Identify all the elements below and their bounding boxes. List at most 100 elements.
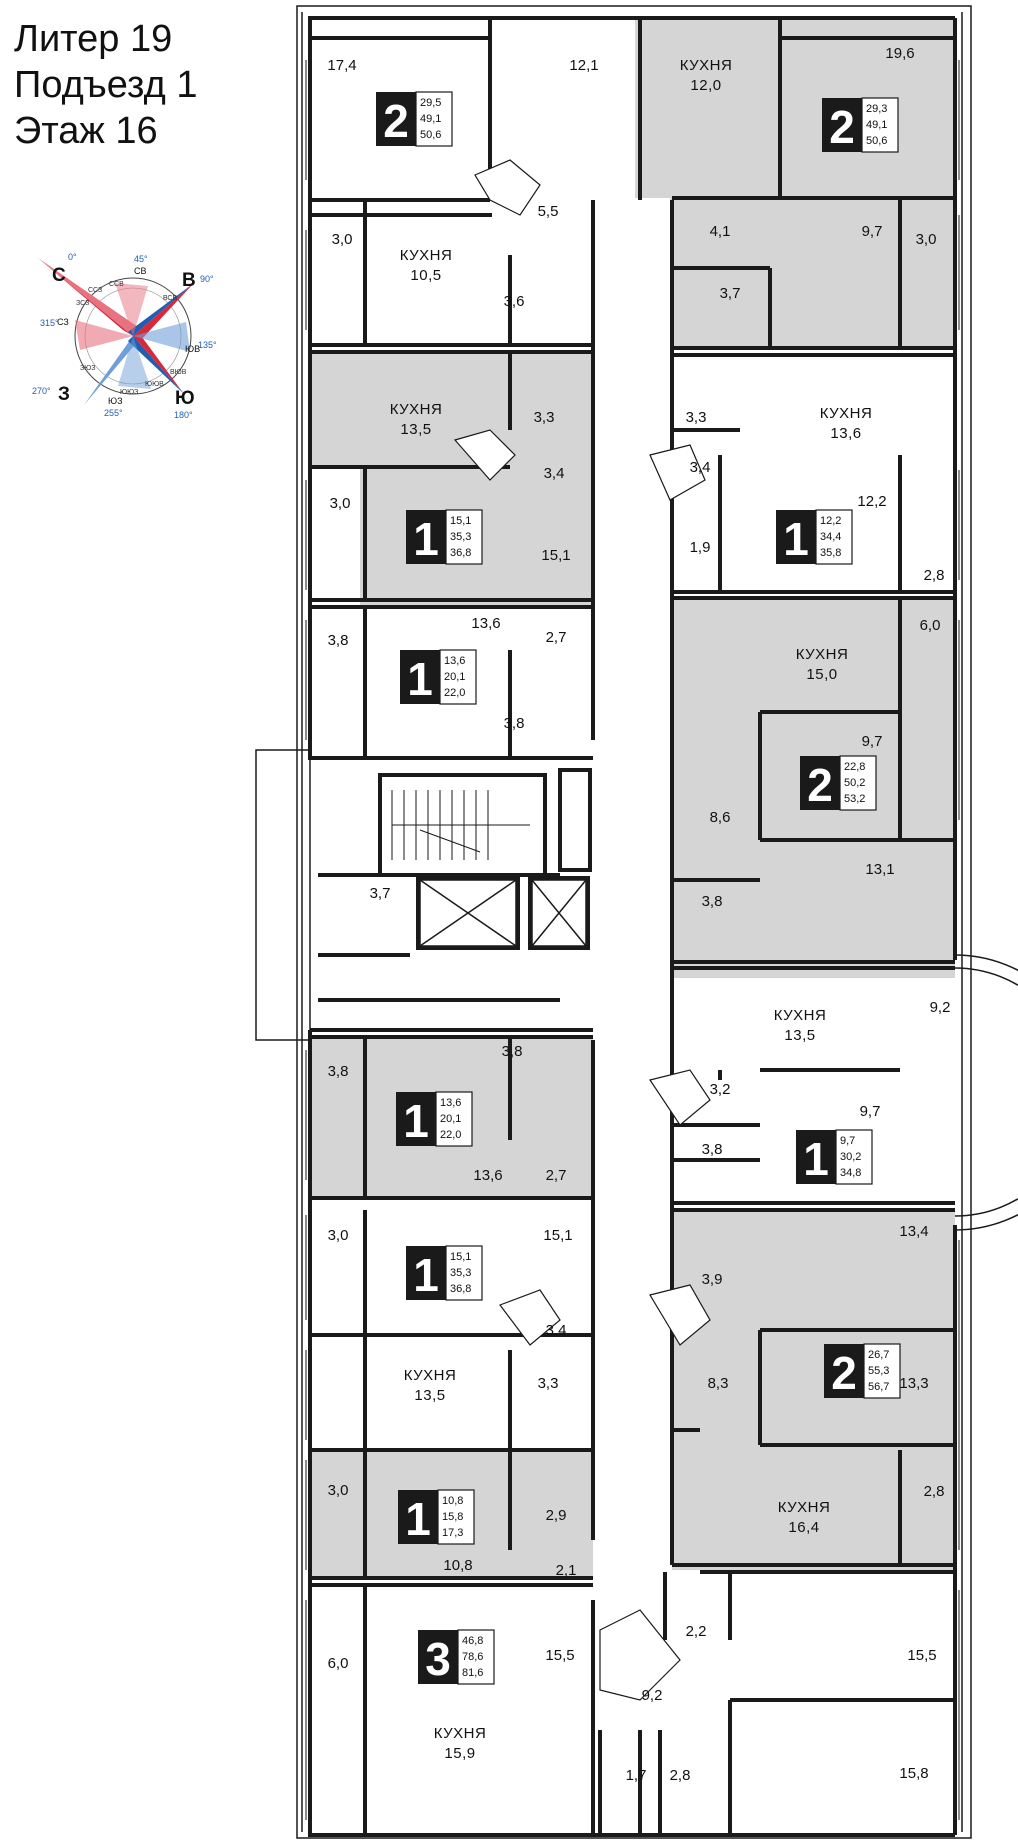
apartment-rooms: 1 xyxy=(803,1133,829,1185)
room-area-label: 2,9 xyxy=(546,1507,567,1524)
room-area-label: 3,7 xyxy=(370,885,391,902)
room-area-label: 5,5 xyxy=(538,203,559,220)
room-area-label: 8,3 xyxy=(708,1375,729,1392)
room-area-label: 3,8 xyxy=(702,893,723,910)
kitchen-label: КУХНЯ xyxy=(796,646,849,663)
apartment-area: 20,1 xyxy=(444,671,465,683)
kitchen-area-label: 10,5 xyxy=(410,267,441,284)
room-area-label: 2,8 xyxy=(924,1483,945,1500)
apartment-area: 22,0 xyxy=(444,687,465,699)
apartment-rooms: 1 xyxy=(783,513,809,565)
room-area-label: 2,1 xyxy=(556,1562,577,1579)
room-area-label: 15,1 xyxy=(541,547,570,564)
apartment-area: 50,6 xyxy=(866,135,887,147)
room-area-label: 9,2 xyxy=(930,999,951,1016)
windows xyxy=(305,60,960,1820)
room-area-label: 15,8 xyxy=(899,1765,928,1782)
kitchen-label: КУХНЯ xyxy=(404,1367,457,1384)
kitchen-area-label: 15,0 xyxy=(806,666,837,683)
room-area-label: 3,3 xyxy=(686,409,707,426)
compass-nnw: ССЗ xyxy=(88,287,102,294)
apartment-area: 36,8 xyxy=(450,547,471,559)
room-area-label: 6,0 xyxy=(328,1655,349,1672)
apartment-rooms: 2 xyxy=(807,759,833,811)
compass-nw: СЗ xyxy=(57,317,69,327)
apartment-area: 35,8 xyxy=(820,547,841,559)
room-area-label: 12,2 xyxy=(857,493,886,510)
kitchen-label: КУХНЯ xyxy=(774,1007,827,1024)
compass-deg180: 180° xyxy=(174,410,193,420)
room-area-label: 2,8 xyxy=(670,1767,691,1784)
room-area-label: 3,7 xyxy=(720,285,741,302)
room-area-label: 10,8 xyxy=(443,1557,472,1574)
room-area-label: 3,8 xyxy=(702,1141,723,1158)
room-area-label: 2,8 xyxy=(924,567,945,584)
room-area-label: 3,4 xyxy=(544,465,565,482)
room-area-label: 3,4 xyxy=(690,459,711,476)
room-area-label: 9,7 xyxy=(862,733,883,750)
apartment-rooms: 3 xyxy=(425,1633,451,1685)
apartment-area: 29,5 xyxy=(420,97,441,109)
apartment-area: 20,1 xyxy=(440,1113,461,1125)
room-area-label: 15,5 xyxy=(907,1647,936,1664)
apartment-area: 53,2 xyxy=(844,793,865,805)
kitchen-area-label: 16,4 xyxy=(788,1519,819,1536)
compass-wnw: ЗСЗ xyxy=(76,300,89,307)
room-area-label: 9,2 xyxy=(642,1687,663,1704)
room-area-label: 3,0 xyxy=(332,231,353,248)
header-floor: Этаж 16 xyxy=(14,110,158,152)
apartment-badge: 2 22,8 50,2 53,2 xyxy=(800,755,877,811)
header-building: Литер 19 xyxy=(14,18,173,60)
apartment-area: 46,8 xyxy=(462,1635,483,1647)
room-area-label: 3,6 xyxy=(504,293,525,310)
kitchen-area-label: 13,5 xyxy=(400,421,431,438)
room-area-label: 3,0 xyxy=(328,1482,349,1499)
room-area-label: 12,1 xyxy=(569,57,598,74)
apartment-area: 49,1 xyxy=(866,119,887,131)
kitchen-label: КУХНЯ xyxy=(680,57,733,74)
doors xyxy=(453,159,711,1701)
apartment-area: 22,8 xyxy=(844,761,865,773)
room-area-label: 15,5 xyxy=(545,1647,574,1664)
kitchen-area-label: 15,9 xyxy=(444,1745,475,1762)
room-area-label: 13,6 xyxy=(471,615,500,632)
apartment-area: 34,8 xyxy=(840,1167,861,1179)
apartment-rooms: 1 xyxy=(403,1095,429,1147)
compass-ese: ВЮВ xyxy=(170,369,187,376)
room-area-label: 6,0 xyxy=(920,617,941,634)
room-area-label: 15,1 xyxy=(543,1227,572,1244)
compass-ssw: ЮЮЗ xyxy=(120,389,138,396)
compass-deg225: 255° xyxy=(104,408,123,418)
kitchen-area-label: 12,0 xyxy=(690,77,721,94)
room-area-label: 4,1 xyxy=(710,223,731,240)
compass-deg0: 0° xyxy=(68,252,77,262)
kitchen-label: КУХНЯ xyxy=(400,247,453,264)
room-area-label: 1,9 xyxy=(690,539,711,556)
room-area-label: 13,3 xyxy=(899,1375,928,1392)
elevator-icon xyxy=(419,879,587,947)
compass-deg45: 45° xyxy=(134,254,148,264)
apartment-area: 29,3 xyxy=(866,103,887,115)
room-area-label: 3,8 xyxy=(504,715,525,732)
room-area-label: 9,7 xyxy=(860,1103,881,1120)
room-area-label: 3,3 xyxy=(534,409,555,426)
compass-rose-icon: С В Ю З СВ ЮВ ЮЗ СЗ 0° 45° 90° 135° 180°… xyxy=(32,252,217,420)
room-area-label: 3,3 xyxy=(538,1375,559,1392)
room-area-label: 2,2 xyxy=(686,1623,707,1640)
apartment-area: 56,7 xyxy=(868,1381,889,1393)
apartment-area: 17,3 xyxy=(442,1527,463,1539)
compass-se: ЮВ xyxy=(185,344,200,354)
room-area-label: 2,7 xyxy=(546,1167,567,1184)
apartment-area: 15,1 xyxy=(450,1251,471,1263)
compass-w: З xyxy=(58,384,70,405)
apartment-area: 50,2 xyxy=(844,777,865,789)
room-area-label: 3,8 xyxy=(502,1043,523,1060)
